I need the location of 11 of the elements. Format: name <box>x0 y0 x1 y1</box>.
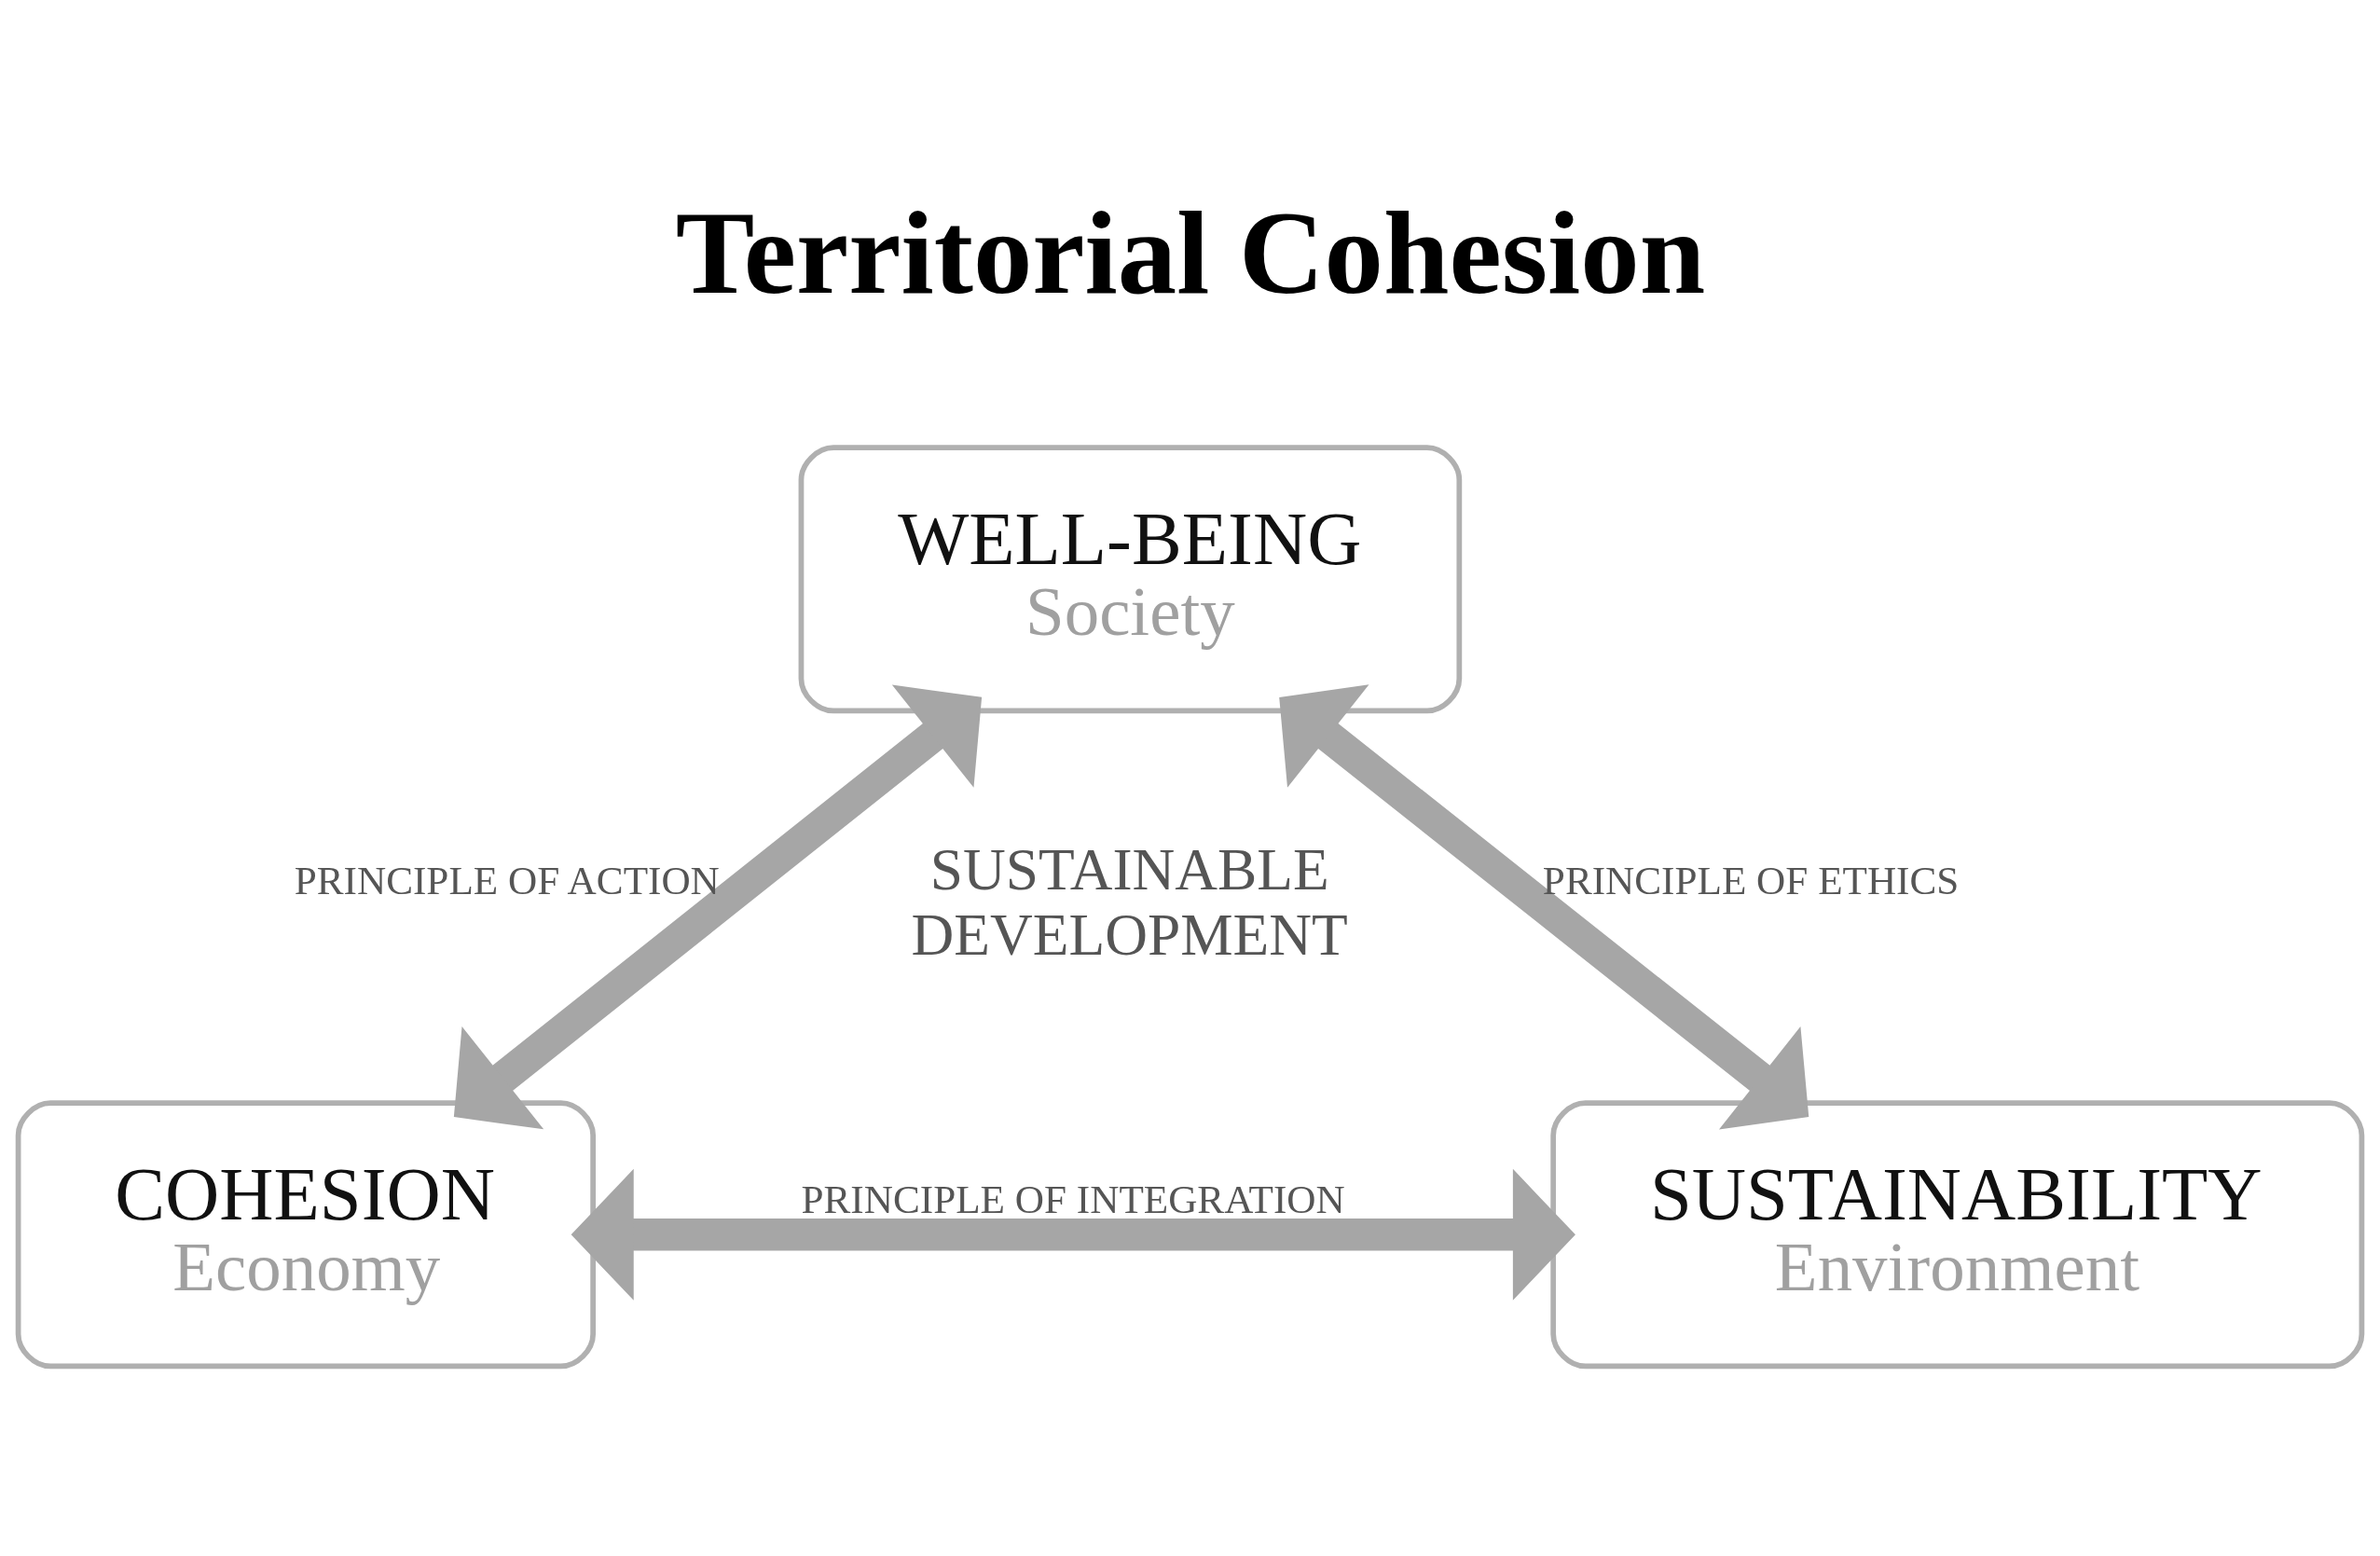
arrow <box>571 1168 1575 1301</box>
node-box: WELL-BEING Society <box>798 445 1463 714</box>
edge-label: PRINCIPLE OF ACTION <box>294 857 720 902</box>
edge-label: PRINCIPLE OF INTEGRATION <box>801 1177 1345 1222</box>
label: SUSTAINABLE DEVELOPMENT <box>911 837 1348 968</box>
diagram-title: Territorial Cohesion <box>675 186 1706 318</box>
node-box: COHESION Economy <box>15 1100 597 1370</box>
node-box: SUSTAINABILITY Environment <box>1550 1100 2365 1370</box>
arrow <box>453 684 983 1130</box>
edge-label: PRINCIPLE OF ETHICS <box>1542 857 1960 902</box>
arrow <box>1279 684 1809 1130</box>
